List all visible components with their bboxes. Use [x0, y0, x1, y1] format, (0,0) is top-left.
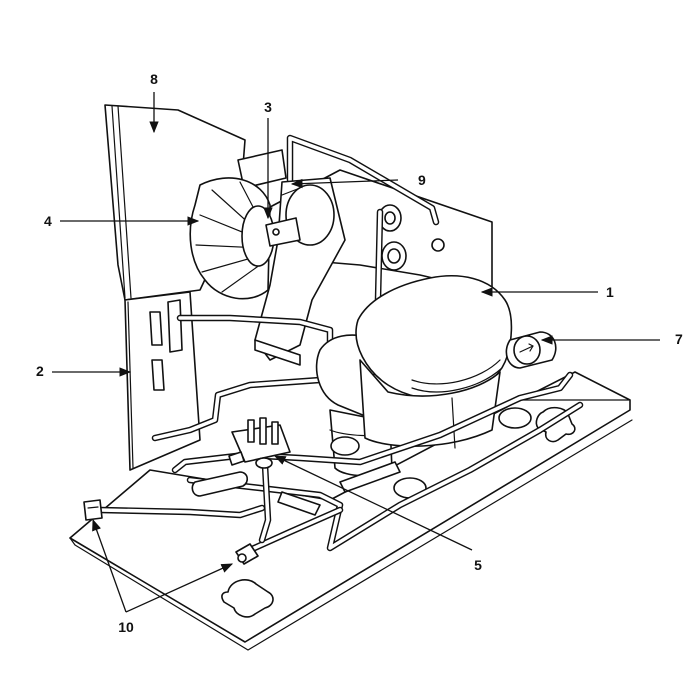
fan-blade	[189, 177, 275, 300]
top-tube	[286, 134, 440, 304]
callout-10: 10	[118, 619, 134, 635]
leader-10b	[125, 563, 234, 613]
pressure-switch	[228, 417, 291, 469]
callout-2: 2	[36, 363, 44, 379]
compressor	[355, 275, 513, 449]
fan-motor-bracket	[254, 177, 346, 366]
leader-5	[273, 455, 473, 551]
bottom-tubing	[96, 371, 584, 554]
side-panel	[124, 291, 201, 471]
callout-1: 1	[606, 284, 614, 300]
callout-9: 9	[418, 172, 426, 188]
callout-3: 3	[264, 99, 272, 115]
callout-7: 7	[675, 331, 683, 347]
leader-9	[290, 178, 399, 189]
callout-5: 5	[474, 557, 482, 573]
callout-leaders	[52, 92, 660, 613]
evaporator-fan	[505, 331, 557, 369]
service-valves	[83, 499, 259, 565]
callout-4: 4	[44, 213, 52, 229]
callout-8: 8	[150, 71, 158, 87]
leader-10a	[92, 518, 127, 613]
callout-numbers: 8 3 9 4 1 7 2 5 10	[36, 71, 683, 635]
